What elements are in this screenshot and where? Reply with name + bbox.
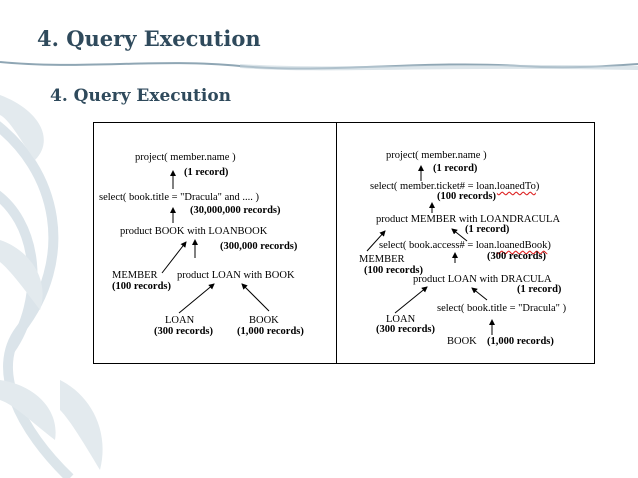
optimized-product-loan-node: product LOAN with DRACULA: [413, 274, 552, 285]
query-tree-diagram: project( member.name ) (1 record) select…: [93, 122, 595, 364]
optimized-select-access-node: select( book.access# = loan.loanedBook): [379, 240, 551, 251]
naive-book-node: BOOK: [249, 315, 279, 326]
slide-subtitle: 4. Query Execution: [50, 86, 232, 106]
naive-product-book-count: (300,000 records): [220, 241, 298, 252]
optimized-select-title-node: select( book.title = "Dracula" ): [437, 303, 567, 314]
naive-loan-node: LOAN: [165, 315, 195, 326]
optimized-book-node: BOOK: [447, 336, 477, 347]
naive-member-node: MEMBER: [112, 270, 158, 281]
optimized-query-tree: project( member.name ) (1 record) select…: [337, 123, 594, 363]
naive-select-node: select( book.title = "Dracula" and .... …: [99, 192, 259, 203]
panel-divider: [336, 123, 337, 363]
optimized-tree-arrows: [366, 165, 495, 335]
optimized-book-count: (1,000 records): [487, 336, 554, 347]
optimized-member-count: (100 records): [364, 265, 423, 276]
naive-select-count: (30,000,000 records): [190, 205, 281, 216]
naive-product-loan-node: product LOAN with BOOK: [177, 270, 295, 281]
naive-tree-arrows: [161, 170, 270, 314]
optimized-project-node: project( member.name ): [386, 150, 487, 161]
optimized-loan-node: LOAN: [386, 314, 416, 325]
optimized-select-member-node: select( member.ticket# = loan.loanedTo): [370, 181, 540, 192]
optimized-member-node: MEMBER: [359, 254, 405, 265]
optimized-product-loan-count: (1 record): [517, 284, 562, 295]
optimized-loan-count: (300 records): [376, 324, 435, 335]
naive-product-book-node: product BOOK with LOANBOOK: [120, 226, 268, 237]
slide-title: 4. Query Execution: [37, 26, 261, 51]
optimized-project-count: (1 record): [433, 163, 478, 174]
naive-project-count: (1 record): [184, 167, 229, 178]
optimized-select-member-count: (100 records): [437, 191, 496, 202]
naive-book-count: (1,000 records): [237, 326, 304, 337]
naive-loan-count: (300 records): [154, 326, 213, 337]
optimized-product-member-node: product MEMBER with LOANDRACULA: [376, 214, 561, 225]
naive-project-node: project( member.name ): [135, 152, 236, 163]
naive-query-tree: project( member.name ) (1 record) select…: [94, 123, 336, 363]
optimized-select-access-count: (300 records): [487, 251, 546, 262]
naive-member-count: (100 records): [112, 281, 171, 292]
optimized-product-member-count: (1 record): [465, 224, 510, 235]
